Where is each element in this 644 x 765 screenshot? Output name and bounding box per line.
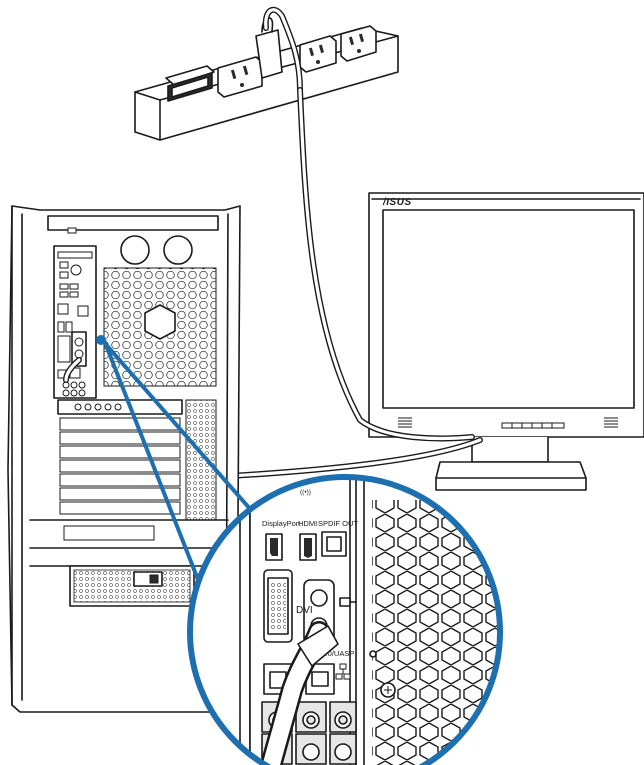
monitor-base (436, 462, 586, 490)
dvi-label: DVI (296, 605, 313, 616)
fan-mount-right (164, 236, 192, 264)
hdmi-port (300, 534, 316, 560)
monitor-brand-logo: /ISUS (382, 197, 412, 208)
monitor-stand (472, 437, 548, 462)
monitor-screen (383, 210, 634, 408)
expansion-slots (60, 418, 180, 514)
zoom-vent (372, 500, 512, 765)
svg-text:((•)): ((•)) (300, 489, 311, 496)
displayport-port (266, 534, 282, 560)
power-strip (135, 10, 398, 140)
hdmi-label: HDMI (298, 519, 317, 528)
monitor-buttons (502, 423, 564, 428)
spdif-label: SPDIF OUT (318, 519, 358, 528)
dvi-port (264, 570, 292, 642)
displayport-label: DisplayPort (262, 519, 301, 528)
power-supply (70, 566, 194, 606)
fan-mount-left (121, 236, 149, 264)
spdif-port (322, 532, 346, 556)
